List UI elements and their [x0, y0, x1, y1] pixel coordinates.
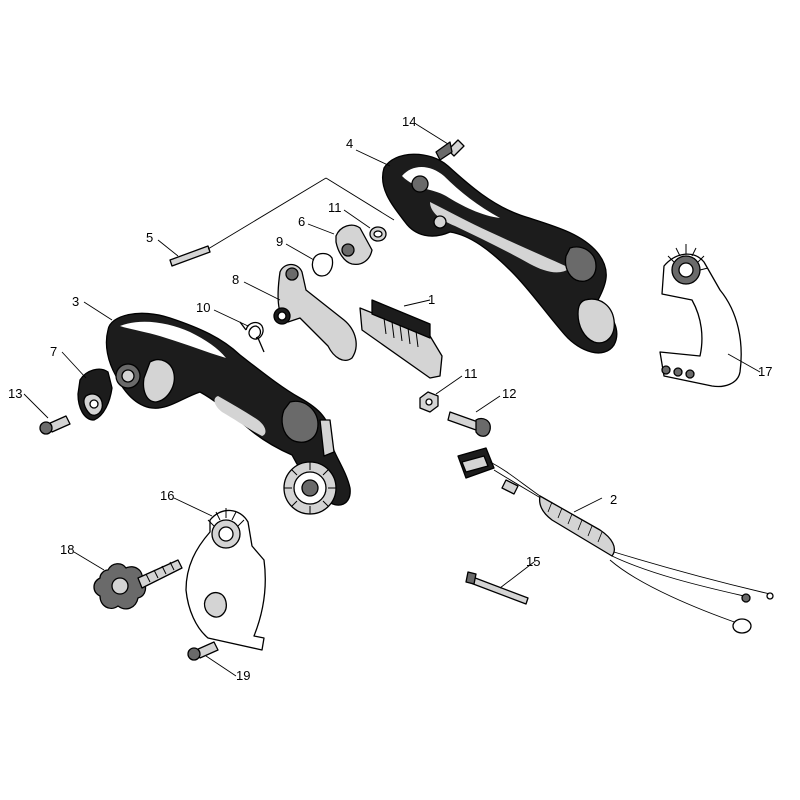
part-11-nut-top[interactable]: [369, 226, 387, 242]
part-12-bolt[interactable]: [447, 411, 491, 437]
part-5-pin[interactable]: [169, 177, 395, 267]
callout-3: 3: [72, 294, 79, 309]
callout-13: 13: [8, 386, 22, 401]
callout-9: 9: [276, 234, 283, 249]
part-3-handle-half-left[interactable]: [105, 312, 351, 506]
part-1-switch-insert[interactable]: [359, 299, 443, 379]
callout-11-mid: 11: [464, 366, 478, 381]
part-3-gear-disc: [283, 461, 337, 515]
part-16-bracket[interactable]: [185, 508, 266, 651]
part-15-cable-tie[interactable]: [465, 571, 529, 605]
part-13-screw[interactable]: [39, 415, 71, 435]
part-9-clip[interactable]: [311, 252, 334, 277]
callout-8: 8: [232, 272, 239, 287]
leader-lines: [23, 123, 761, 677]
callout-7: 7: [50, 344, 57, 359]
callout-15: 15: [526, 554, 540, 569]
callout-1: 1: [428, 292, 435, 307]
callout-labels: 1 2 3 4 5 6 7 8 9 10 11 11 12 13 14 15 1…: [8, 114, 772, 683]
part-2-switch-harness[interactable]: [457, 447, 774, 634]
part-18-star-knob[interactable]: [93, 559, 183, 610]
part-6-lock-button[interactable]: [335, 224, 373, 266]
part-8-trigger-lever[interactable]: [273, 263, 357, 361]
part-7-cover[interactable]: [77, 368, 113, 421]
part-14-screw[interactable]: [435, 139, 465, 161]
part-19-screw[interactable]: [187, 641, 219, 661]
callout-17: 17: [758, 364, 772, 379]
callout-10: 10: [196, 300, 210, 315]
callout-5: 5: [146, 230, 153, 245]
callout-12: 12: [502, 386, 516, 401]
callout-18: 18: [60, 542, 74, 557]
part-4-handle-half-right[interactable]: [382, 153, 618, 354]
part-10-torsion-spring[interactable]: [239, 321, 265, 353]
callout-16: 16: [160, 488, 174, 503]
callout-4: 4: [346, 136, 353, 151]
callout-14: 14: [402, 114, 416, 129]
callout-2: 2: [610, 492, 617, 507]
callout-11-top: 11: [328, 200, 342, 215]
callout-6: 6: [298, 214, 305, 229]
part-17-bracket[interactable]: [659, 244, 742, 388]
callout-19: 19: [236, 668, 250, 683]
part-11-nut-mid[interactable]: [419, 391, 439, 413]
